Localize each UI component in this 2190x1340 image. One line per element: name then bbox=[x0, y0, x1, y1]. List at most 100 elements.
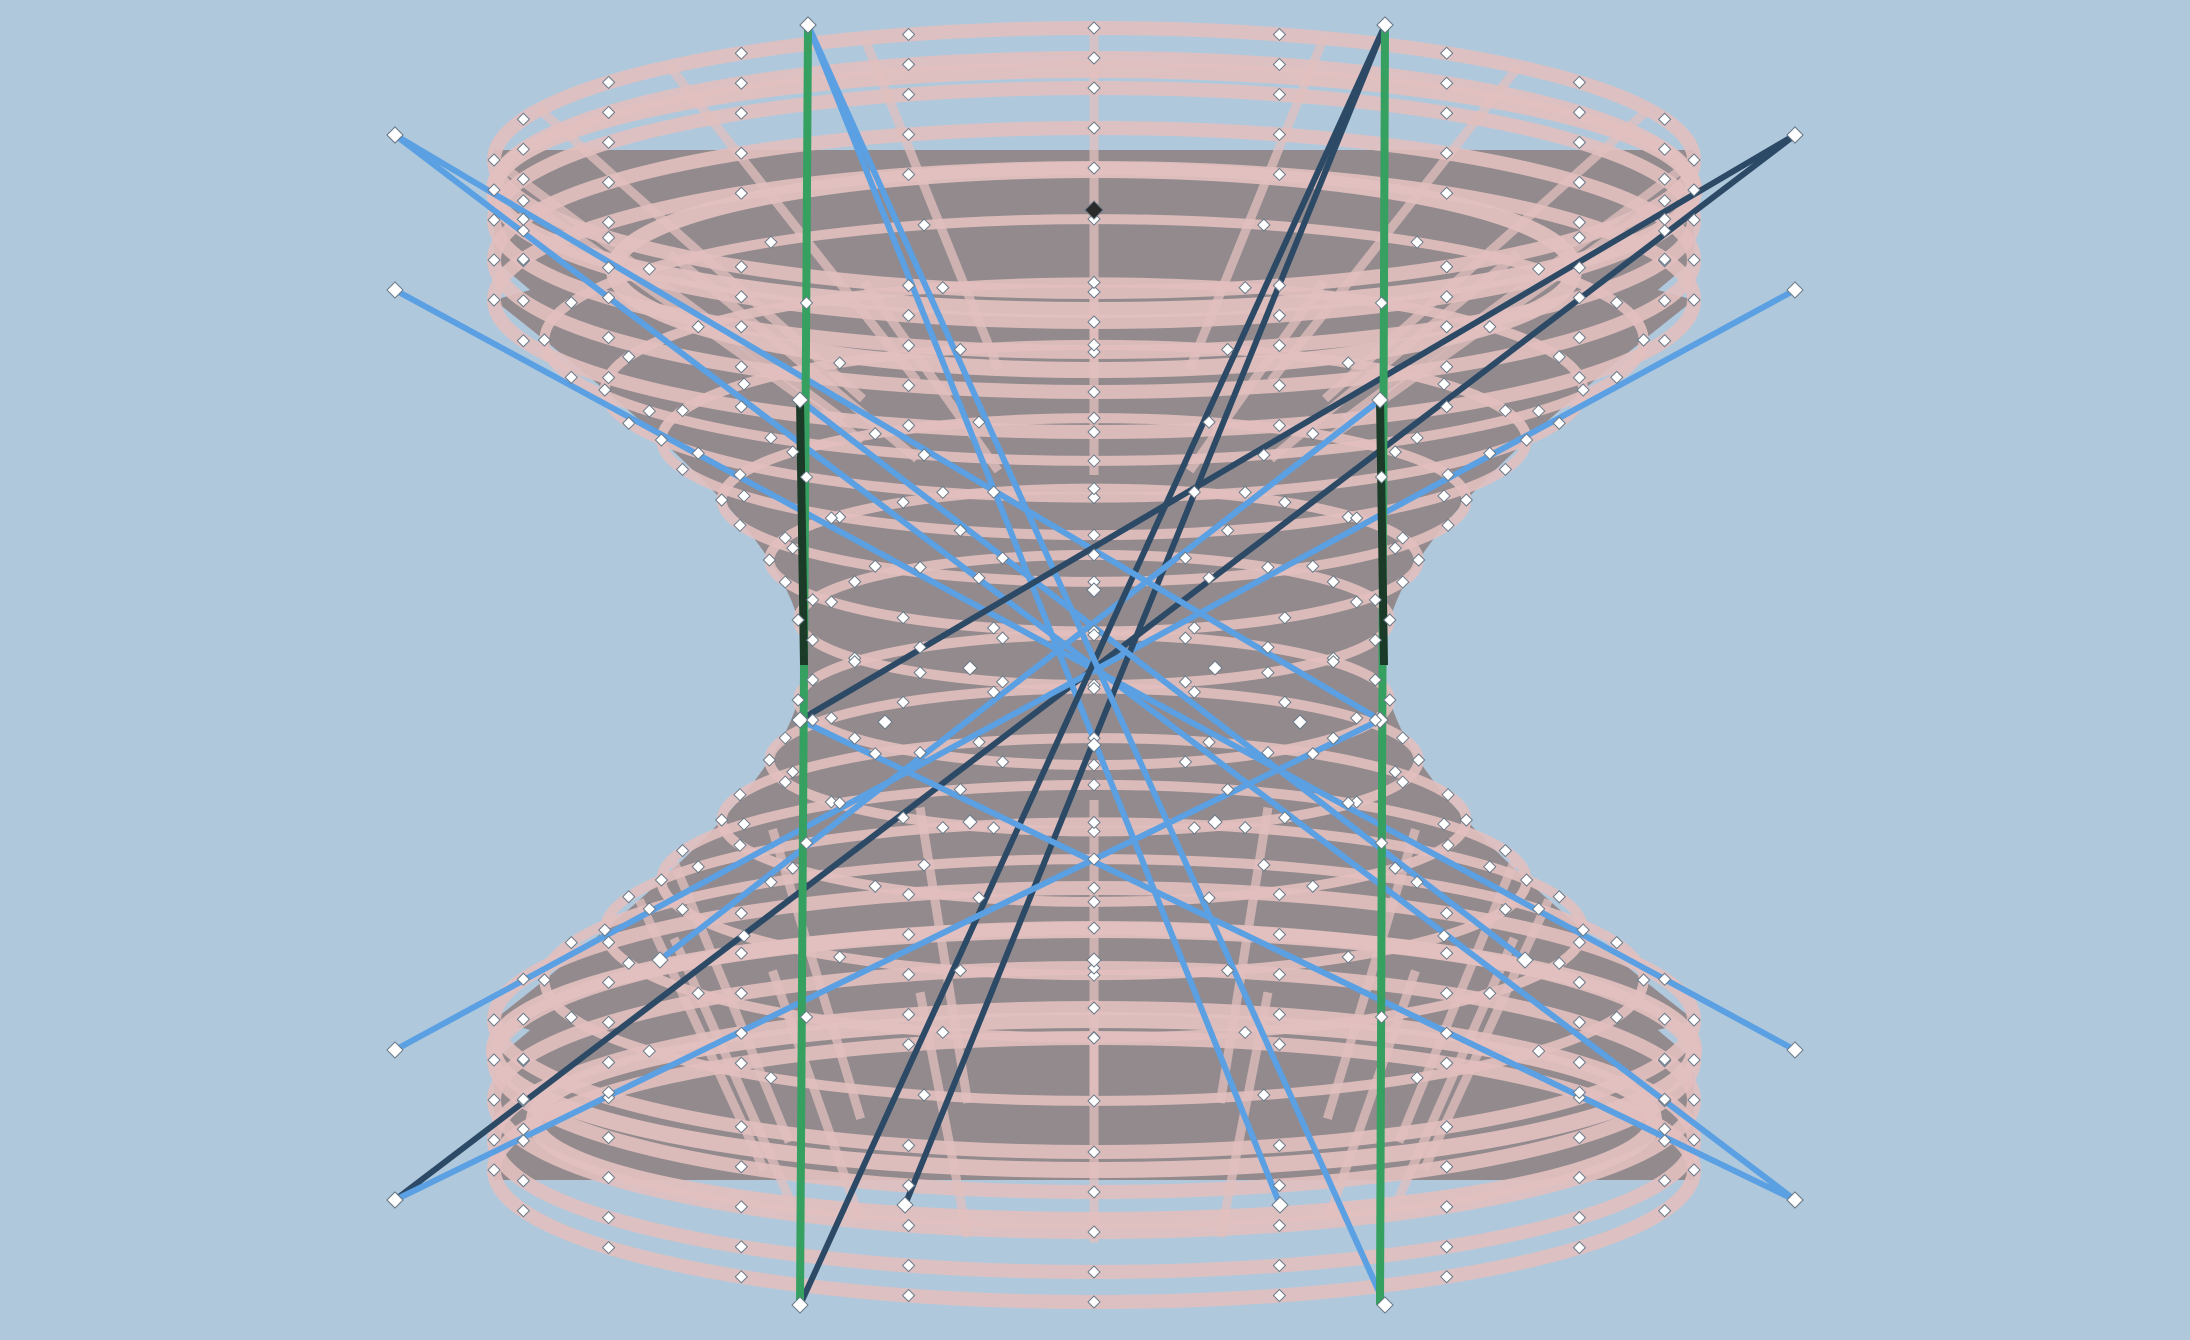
vertex-marker-icon bbox=[786, 541, 800, 555]
vertex-marker-icon bbox=[1278, 695, 1292, 709]
vertex-marker-icon bbox=[972, 891, 986, 905]
vertex-marker-icon bbox=[805, 713, 820, 727]
vertex-marker-icon bbox=[1657, 172, 1672, 186]
vertex-marker-icon bbox=[1410, 235, 1424, 249]
wedge-strip bbox=[666, 249, 921, 463]
vertex-marker-icon bbox=[1396, 775, 1410, 789]
vertex-marker-icon bbox=[1439, 946, 1454, 960]
vertex-marker-icon bbox=[537, 973, 552, 987]
vertex-marker-icon bbox=[1572, 1130, 1587, 1145]
vertex-marker-icon bbox=[1687, 1163, 1701, 1177]
vertex-marker-icon bbox=[734, 1200, 749, 1214]
vertex-marker-icon bbox=[1272, 1218, 1287, 1233]
vertex-marker-icon bbox=[1374, 1010, 1389, 1024]
vertex-marker-icon bbox=[1410, 1071, 1424, 1085]
vertex-marker-icon bbox=[1087, 961, 1101, 975]
vertex-marker-icon bbox=[1439, 186, 1454, 200]
vertex-marker-icon bbox=[1439, 1200, 1454, 1214]
vertex-marker-icon bbox=[1439, 906, 1454, 920]
vertex-marker-icon bbox=[734, 106, 749, 120]
vertex-marker-icon bbox=[972, 415, 986, 429]
vertex-marker-icon bbox=[1439, 1056, 1454, 1070]
vertex-marker-icon bbox=[953, 782, 968, 797]
vertex-marker-icon bbox=[734, 186, 749, 200]
vertex-marker-icon bbox=[1439, 320, 1454, 334]
vertex-marker-icon bbox=[1376, 16, 1394, 34]
vertex-marker-icon bbox=[1272, 1138, 1287, 1153]
vertex-marker-icon bbox=[1657, 142, 1672, 156]
vertex-marker-icon bbox=[1087, 1001, 1101, 1015]
vertex-marker-icon bbox=[1368, 713, 1383, 727]
vertex-marker-icon bbox=[1272, 338, 1287, 353]
vertex-marker-icon bbox=[734, 146, 749, 160]
vertex-marker-icon bbox=[1306, 559, 1320, 573]
vertex-marker-icon bbox=[734, 400, 749, 414]
vertex-marker-icon bbox=[1687, 153, 1701, 167]
vertex-marker-icon bbox=[1374, 470, 1389, 484]
vertex-marker-icon bbox=[1552, 956, 1566, 970]
vertex-marker-icon bbox=[986, 685, 1001, 699]
vertex-marker-icon bbox=[1087, 852, 1101, 866]
vertex-marker-icon bbox=[1657, 212, 1672, 226]
vertex-marker-icon bbox=[487, 1163, 501, 1177]
vertex-marker-icon bbox=[1439, 1160, 1454, 1174]
vertex-marker-icon bbox=[901, 278, 916, 293]
vertex-marker-icon bbox=[799, 296, 814, 310]
vertex-marker-icon bbox=[601, 1085, 616, 1100]
wedge-strip bbox=[669, 860, 794, 1144]
vertex-marker-icon bbox=[642, 1044, 657, 1058]
vertex-marker-icon bbox=[1441, 838, 1455, 853]
vertex-marker-icon bbox=[1439, 986, 1454, 1000]
vertex-marker-icon bbox=[901, 1258, 916, 1273]
vertex-marker-icon bbox=[601, 135, 616, 150]
vertex-marker-icon bbox=[1687, 293, 1701, 307]
vertex-marker-icon bbox=[764, 1071, 778, 1085]
wedge-strip bbox=[860, 36, 1003, 371]
vertex-marker-icon bbox=[1278, 495, 1292, 509]
vertex-marker-icon bbox=[1272, 308, 1287, 323]
vertex-marker-icon bbox=[1087, 490, 1101, 505]
vertex-marker-icon bbox=[601, 975, 616, 990]
vertex-marker-icon bbox=[972, 571, 986, 585]
vertex-marker-icon bbox=[1439, 290, 1454, 304]
vertex-marker-icon bbox=[1257, 858, 1271, 872]
vertex-marker-icon bbox=[1087, 548, 1101, 562]
vertex-marker-icon bbox=[1368, 593, 1383, 607]
vertex-marker-icon bbox=[1257, 218, 1271, 232]
vertex-marker-icon bbox=[986, 621, 1001, 635]
vertex-marker-icon bbox=[1572, 1240, 1587, 1255]
vertex-marker-icon bbox=[1272, 1037, 1287, 1052]
vertex-marker-icon bbox=[1087, 824, 1101, 839]
wedge-strip bbox=[1394, 936, 1519, 1200]
vertex-marker-icon bbox=[896, 695, 910, 709]
vertex-marker-icon bbox=[953, 523, 968, 538]
vertex-marker-icon bbox=[1087, 1031, 1101, 1045]
vertex-marker-icon bbox=[1410, 875, 1424, 889]
vertex-marker-icon bbox=[778, 775, 792, 789]
vertex-marker-icon bbox=[901, 378, 916, 393]
vertex-marker-icon bbox=[1687, 183, 1701, 197]
vertex-marker-icon bbox=[1572, 75, 1587, 90]
vertex-marker-icon bbox=[1610, 295, 1624, 310]
vertex-marker-icon bbox=[386, 126, 404, 144]
ruling-line bbox=[392, 132, 1383, 723]
vertex-marker-icon bbox=[986, 485, 1001, 499]
vertex-marker-icon bbox=[734, 906, 749, 920]
vertex-marker-icon bbox=[734, 1026, 749, 1040]
vertex-marker-icon bbox=[847, 731, 862, 745]
wedge-strip bbox=[491, 156, 847, 424]
vertex-marker-icon bbox=[487, 1133, 501, 1147]
vertex-marker-icon bbox=[791, 711, 809, 729]
vertex-marker-icon bbox=[936, 1025, 950, 1040]
vertex-marker-icon bbox=[901, 127, 916, 142]
vertex-marker-icon bbox=[953, 963, 968, 978]
vertex-marker-icon bbox=[1272, 418, 1287, 433]
vertex-marker-icon bbox=[1498, 902, 1513, 917]
vertex-marker-icon bbox=[1572, 135, 1587, 150]
vertex-marker-icon bbox=[917, 858, 931, 872]
vertex-marker-icon bbox=[1087, 758, 1101, 772]
vertex-marker-icon bbox=[1657, 294, 1672, 308]
vertex-marker-icon bbox=[1261, 560, 1275, 575]
